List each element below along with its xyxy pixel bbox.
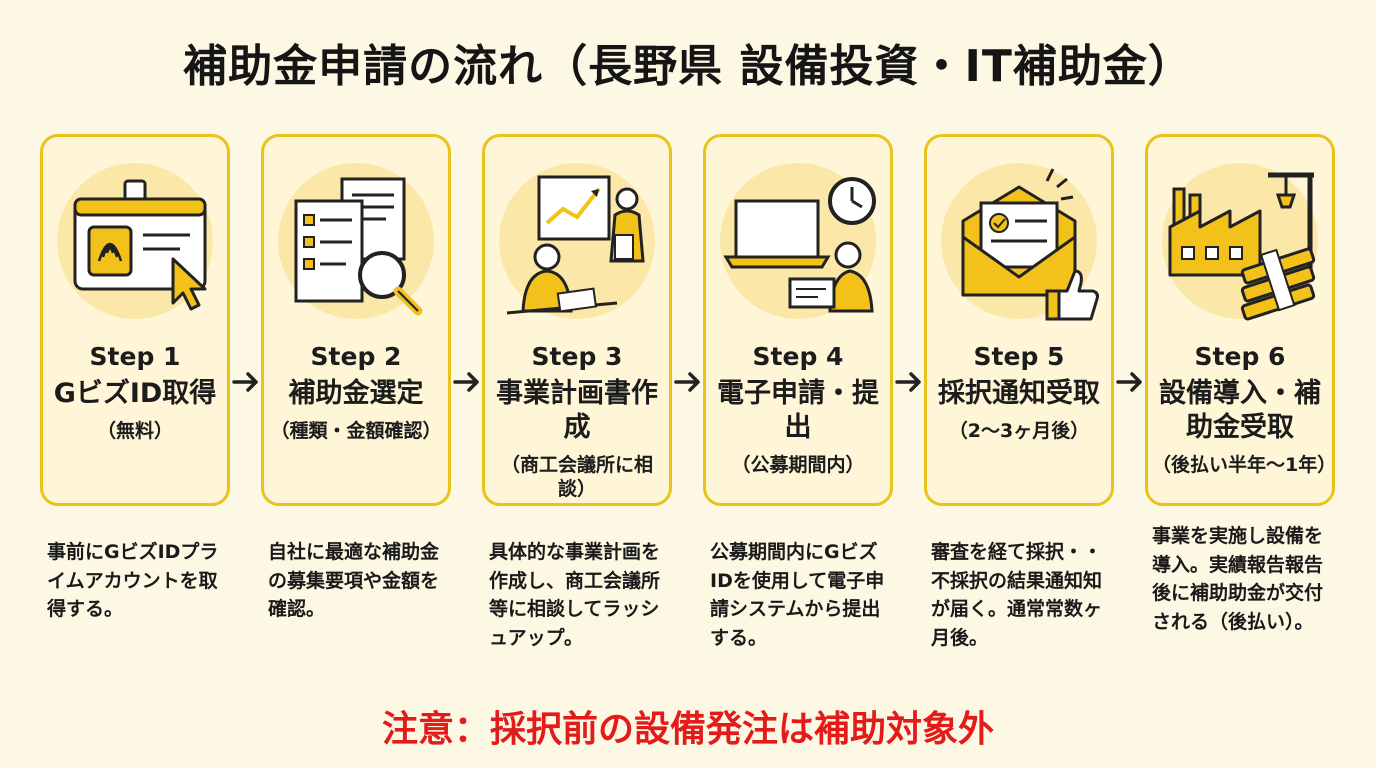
consultation-icon: [499, 163, 655, 319]
step-subtitle: （2～3ヶ月後）: [948, 419, 1090, 442]
step-title: 事業計画書作成: [496, 378, 658, 443]
step-description-2: 自社に最適な補助金の募集要項や金額を確認。: [268, 541, 440, 620]
step-subtitle: （無料）: [96, 419, 173, 442]
documents-magnifier-icon: [278, 163, 434, 319]
step-title: 電子申請・提出: [717, 378, 879, 443]
arrow-right-icon: [1116, 372, 1142, 392]
step-title: GビズID取得: [53, 378, 217, 409]
step-description-4: 公募期間内にGビズIDを使用して電子申請システムから提出する。: [710, 541, 885, 649]
envelope-thumbs-up-icon: [941, 163, 1099, 321]
step-title: 採択通知受取: [938, 378, 1100, 409]
step-subtitle: （後払い半年～1年）: [1152, 453, 1337, 476]
step-card-1: Step 1 GビズID取得 （無料）: [40, 134, 230, 506]
laptop-clock-icon: [720, 163, 876, 319]
step-subtitle: （商工会議所に相談）: [500, 453, 653, 501]
page-title: 補助金申請の流れ（長野県 設備投資・IT補助金）: [183, 41, 1193, 92]
arrow-right-icon: [674, 372, 700, 392]
step-description-5: 審査を経て採択・・不採択の結果通知知が届く。通常常数ヶ月後。: [931, 541, 1103, 649]
step-card-6: Step 6 設備導入・補助金受取 （後払い半年～1年）: [1145, 134, 1337, 506]
step-label: Step 6: [1194, 342, 1286, 371]
step-subtitle: （種類・金額確認）: [270, 419, 442, 442]
step-title: 設備導入・補助金受取: [1159, 378, 1321, 443]
step-card-5: Step 5 採択通知受取 （2～3ヶ月後）: [924, 134, 1114, 506]
step-description-6: 事業を実施し設備を導入。実績報告報告後に補助助金が交付される（後払い）。: [1152, 525, 1324, 633]
step-card-3: Step 3 事業計画書作成 （商工会議所に相談）: [482, 134, 672, 506]
arrow-right-icon: [453, 372, 479, 392]
id-card-icon: [57, 163, 213, 319]
step-description-3: 具体的な事業計画を作成し、商工会議所等に相談してラッシュアップ。: [489, 541, 661, 649]
step-label: Step 2: [310, 342, 402, 371]
step-card-4: Step 4 電子申請・提出 （公募期間内）: [703, 134, 893, 506]
step-subtitle: （公募期間内）: [731, 453, 865, 476]
step-label: Step 5: [973, 342, 1065, 371]
warning-notice: 注意：採択前の設備発注は補助対象外: [381, 709, 994, 750]
step-card-2: Step 2 補助金選定 （種類・金額確認）: [261, 134, 451, 506]
arrow-right-icon: [232, 372, 258, 392]
factory-money-icon: [1162, 163, 1318, 321]
step-title: 補助金選定: [288, 378, 424, 409]
arrow-right-icon: [895, 372, 921, 392]
step-description-1: 事前にGビズIDプライムアカウントを取得する。: [47, 541, 219, 620]
step-label: Step 1: [89, 342, 181, 371]
step-label: Step 3: [531, 342, 623, 371]
step-label: Step 4: [752, 342, 844, 371]
